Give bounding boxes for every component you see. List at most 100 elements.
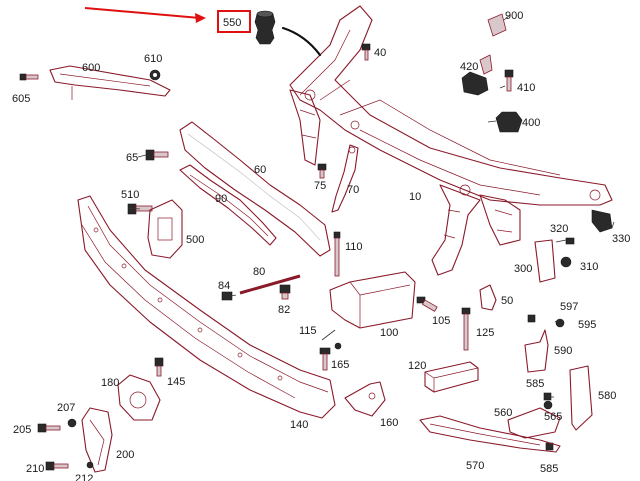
highlight-arrow	[84, 7, 206, 23]
nut-part-610	[149, 69, 161, 81]
callout-60: 60	[254, 164, 266, 176]
callout-570: 570	[466, 460, 484, 472]
callout-420: 420	[460, 61, 478, 73]
highlight-box	[217, 10, 251, 33]
bolt-part-110	[333, 231, 341, 277]
callout-610: 610	[144, 53, 162, 65]
clip-part-900	[487, 13, 511, 37]
callout-605: 605	[12, 93, 30, 105]
callout-330: 330	[612, 233, 630, 245]
callout-210: 210	[26, 463, 44, 475]
bracket-part-200	[81, 407, 113, 473]
callout-40: 40	[374, 47, 386, 59]
callout-145: 145	[167, 376, 185, 388]
bracket-part-500	[147, 199, 183, 259]
bolt-part-145	[154, 357, 164, 377]
bracket-part-600	[49, 65, 171, 100]
bolt-part-40	[361, 43, 371, 61]
callout-50: 50	[501, 295, 513, 307]
callout-205: 205	[13, 424, 31, 436]
callout-180: 180	[101, 377, 119, 389]
callout-165: 165	[331, 359, 349, 371]
callout-320: 320	[550, 223, 568, 235]
callout-597: 597	[560, 301, 578, 313]
bumper-beam-part-140	[77, 195, 336, 419]
callout-550: 550	[223, 17, 241, 29]
callout-105: 105	[432, 315, 450, 327]
bolt-part-115	[319, 347, 331, 371]
bolt-part-320	[565, 237, 575, 245]
clip-part-330	[591, 209, 613, 233]
bracket-part-50	[479, 284, 497, 311]
bolt-part-75	[317, 163, 327, 179]
bracket-part-60	[179, 121, 331, 257]
callout-labels: 550 900 40 610 600 420 410 605 400 65 60…	[12, 10, 630, 481]
strip-part-90	[179, 164, 277, 246]
nut-part-207	[67, 418, 77, 428]
callout-212: 212	[75, 473, 93, 481]
clip-part-165	[334, 342, 342, 350]
callout-510: 510	[121, 189, 139, 201]
callout-125: 125	[476, 327, 494, 339]
bracket-part-180	[117, 374, 161, 421]
callout-560: 560	[494, 407, 512, 419]
callout-100: 100	[380, 327, 398, 339]
bracket-part-560	[507, 407, 561, 439]
bracket-part-160	[344, 381, 386, 417]
callout-585-upper: 585	[526, 378, 544, 390]
callout-140: 140	[290, 419, 308, 431]
callout-82: 82	[278, 304, 290, 316]
bolt-part-605	[19, 73, 39, 81]
callout-90: 90	[215, 193, 227, 205]
bracket-part-300	[534, 239, 556, 283]
callout-207: 207	[57, 402, 75, 414]
callout-300: 300	[514, 263, 532, 275]
callout-585-lower: 585	[540, 463, 558, 475]
callout-10: 10	[409, 191, 421, 203]
bolt-part-210	[45, 461, 69, 471]
bolt-part-597	[527, 314, 536, 323]
nut-part-310	[560, 256, 572, 268]
bracket-part-570	[419, 415, 561, 453]
callout-75: 75	[314, 180, 326, 192]
bracket-part-70	[331, 144, 359, 213]
callout-900: 900	[505, 10, 523, 22]
callout-565: 565	[544, 411, 562, 423]
bolt-part-585-upper	[543, 392, 552, 401]
module-part-100	[329, 271, 416, 329]
callout-115: 115	[299, 325, 317, 337]
bolt-part-65	[145, 149, 169, 161]
callout-580: 580	[598, 390, 616, 402]
bump-stop-part-550	[254, 10, 276, 45]
bracket-part-420	[461, 54, 493, 96]
callout-200: 200	[116, 449, 134, 461]
leader-550	[281, 26, 322, 57]
callout-65: 65	[126, 152, 138, 164]
callout-500: 500	[186, 234, 204, 246]
bracket-part-590	[524, 329, 549, 373]
block-part-120	[424, 361, 479, 393]
callout-160: 160	[380, 417, 398, 429]
callout-84: 84	[218, 280, 230, 292]
bolt-part-125	[461, 307, 471, 351]
leader-lines	[127, 85, 615, 398]
bolt-part-82	[279, 284, 291, 300]
callout-110: 110	[345, 241, 363, 253]
callout-410: 410	[517, 82, 535, 94]
callout-595: 595	[578, 319, 596, 331]
bolt-part-105	[416, 296, 438, 312]
callout-310: 310	[580, 261, 598, 273]
bolt-part-205	[37, 423, 61, 433]
bolt-part-84	[221, 291, 233, 301]
front-structure-part	[289, 5, 613, 276]
nut-part-565	[543, 400, 553, 410]
rod-part-80	[239, 274, 301, 295]
callout-120: 120	[408, 360, 426, 372]
nut-part-212	[86, 461, 94, 469]
bar-part-580	[569, 365, 593, 431]
bolt-part-410	[504, 69, 514, 92]
callout-80: 80	[253, 266, 265, 278]
callout-70: 70	[347, 184, 359, 196]
callout-400: 400	[522, 117, 540, 129]
